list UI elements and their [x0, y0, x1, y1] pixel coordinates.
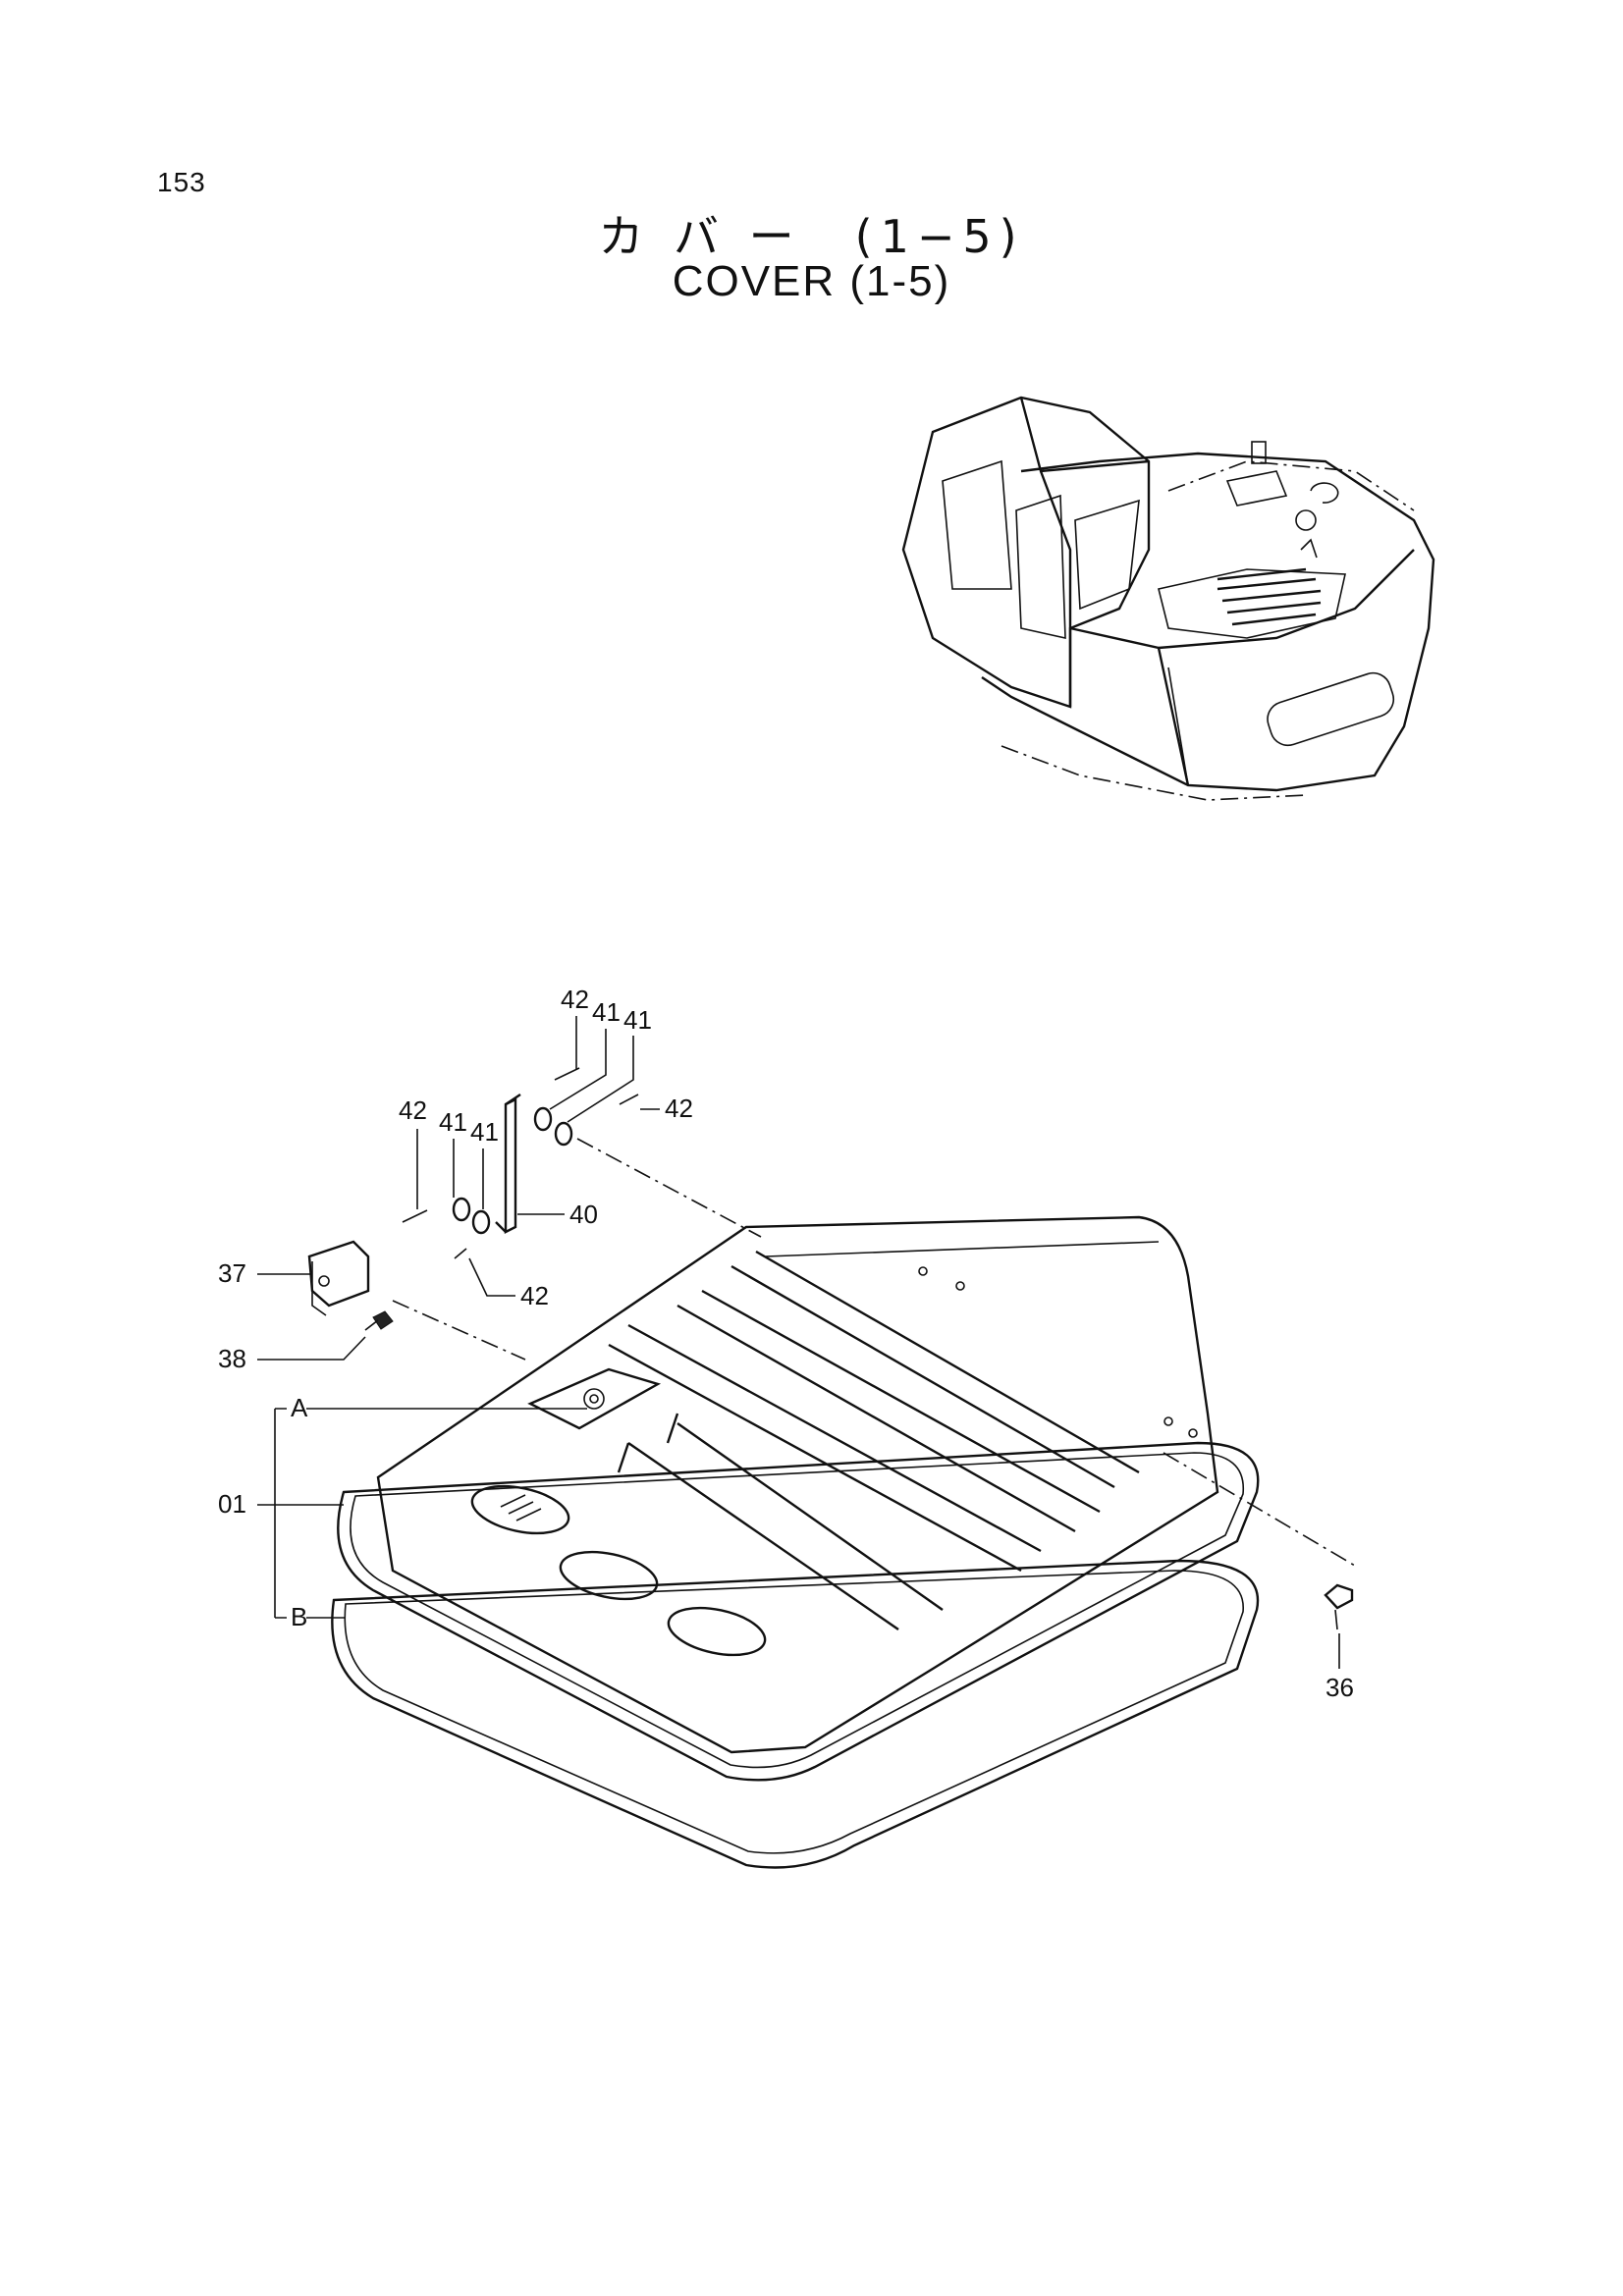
page-title-japanese: カ バ ー (1−5) — [598, 210, 1025, 263]
callout-42: 42 — [399, 1095, 427, 1125]
pins-42 — [402, 1067, 639, 1259]
overview-machine-illustration — [901, 396, 1435, 801]
callout-40: 40 — [569, 1200, 598, 1229]
callout-36: 36 — [1325, 1673, 1354, 1702]
stay-rod-40 — [495, 1094, 521, 1234]
callout-41: 41 — [470, 1117, 499, 1147]
callout-B: B — [291, 1602, 307, 1631]
assembly-lines — [392, 1138, 1356, 1567]
overview-grille-marks — [1217, 567, 1322, 626]
bolt-36 — [1324, 1583, 1354, 1630]
bracket-37 — [307, 1240, 370, 1316]
leader-lines — [257, 1016, 1340, 1669]
callout-38: 38 — [218, 1344, 246, 1373]
callout-42: 42 — [561, 985, 589, 1014]
callout-41: 41 — [623, 1005, 652, 1035]
callout-37: 37 — [218, 1258, 246, 1288]
cover-assembly — [331, 1215, 1260, 1869]
callout-01: 01 — [218, 1489, 246, 1519]
page-number: 153 — [157, 167, 206, 197]
callout-42: 42 — [520, 1281, 549, 1310]
washers-41 — [452, 1106, 573, 1235]
page-title-english: COVER (1-5) — [672, 257, 951, 305]
callout-A: A — [291, 1393, 308, 1422]
callout-42: 42 — [665, 1094, 693, 1123]
callout-41: 41 — [592, 997, 621, 1027]
callout-41: 41 — [439, 1107, 467, 1137]
bolt-38 — [364, 1310, 394, 1331]
cover-ribs — [608, 1250, 1140, 1630]
